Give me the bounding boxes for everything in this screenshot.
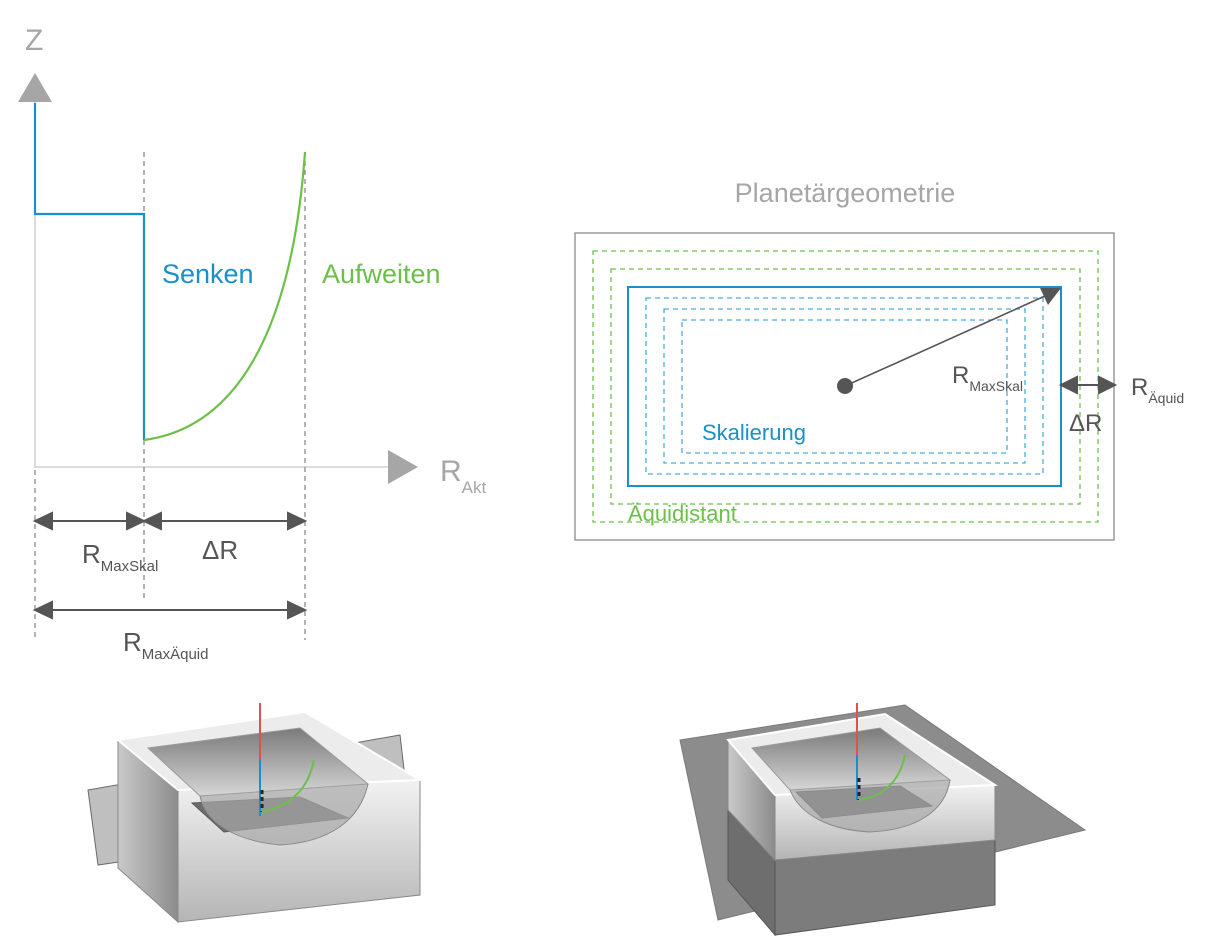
scale-offset-3 <box>681 319 1008 454</box>
planet-geometry-panel: Planetärgeometrie RMaxSkal ΔR RÄquid Ska… <box>574 178 1184 541</box>
r-axis-arrow-icon <box>388 450 418 484</box>
base-contour <box>627 286 1062 487</box>
dim-maxskal-arrow-left-icon <box>32 511 53 531</box>
skalierung-label: Skalierung <box>702 420 806 445</box>
r-aequid-label: RÄquid <box>1131 374 1184 406</box>
dim-maxskal-arrow-right-icon <box>126 511 147 531</box>
dim-delta-arrow-left-icon <box>141 511 162 531</box>
dim-delta-label: ΔR <box>202 535 238 565</box>
delta-r-label: ΔR <box>1069 410 1102 437</box>
aequidistant-label: Äquidistant <box>628 501 737 526</box>
z-axis-label: Z <box>25 24 43 57</box>
radius-arrow-icon <box>1040 288 1061 305</box>
aufweiten-curve <box>143 151 307 442</box>
r-axis-label: RAkt <box>440 455 487 497</box>
tool-path-green-2 <box>858 754 906 801</box>
dim-maxskal-label: RMaxSkal <box>82 539 158 575</box>
planet-title: Planetärgeometrie <box>735 178 956 208</box>
dim-maxaequid-label: RMaxÄquid <box>123 627 208 663</box>
delta-r-arrow-right-icon <box>1098 375 1118 395</box>
dim-maxaequid-arrow-right-icon <box>287 600 308 620</box>
scale-offset-1 <box>645 297 1044 475</box>
pocket-wall-curve <box>199 783 369 846</box>
scale-offset-2 <box>663 308 1026 464</box>
delta-r-arrow-left-icon <box>1058 375 1078 395</box>
dim-maxaequid-arrow-left-icon <box>32 600 53 620</box>
profile-graph: Z RAkt Senken Aufweiten RMaxSkal ΔR <box>18 24 487 663</box>
tool-path-green <box>261 759 315 813</box>
z-axis-arrow-icon <box>18 73 52 102</box>
dim-delta-arrow-right-icon <box>287 511 308 531</box>
render-senken-3d <box>87 703 424 924</box>
radius-line <box>844 295 1046 387</box>
aufweiten-label: Aufweiten <box>322 259 441 289</box>
radius-label: RMaxSkal <box>952 362 1023 394</box>
pocket-wall-curve-2 <box>789 779 951 833</box>
aequid-offset-2 <box>610 268 1081 505</box>
senken-curve <box>33 103 146 440</box>
render-aufweiten-3d <box>679 703 1087 937</box>
senken-label: Senken <box>162 259 254 289</box>
